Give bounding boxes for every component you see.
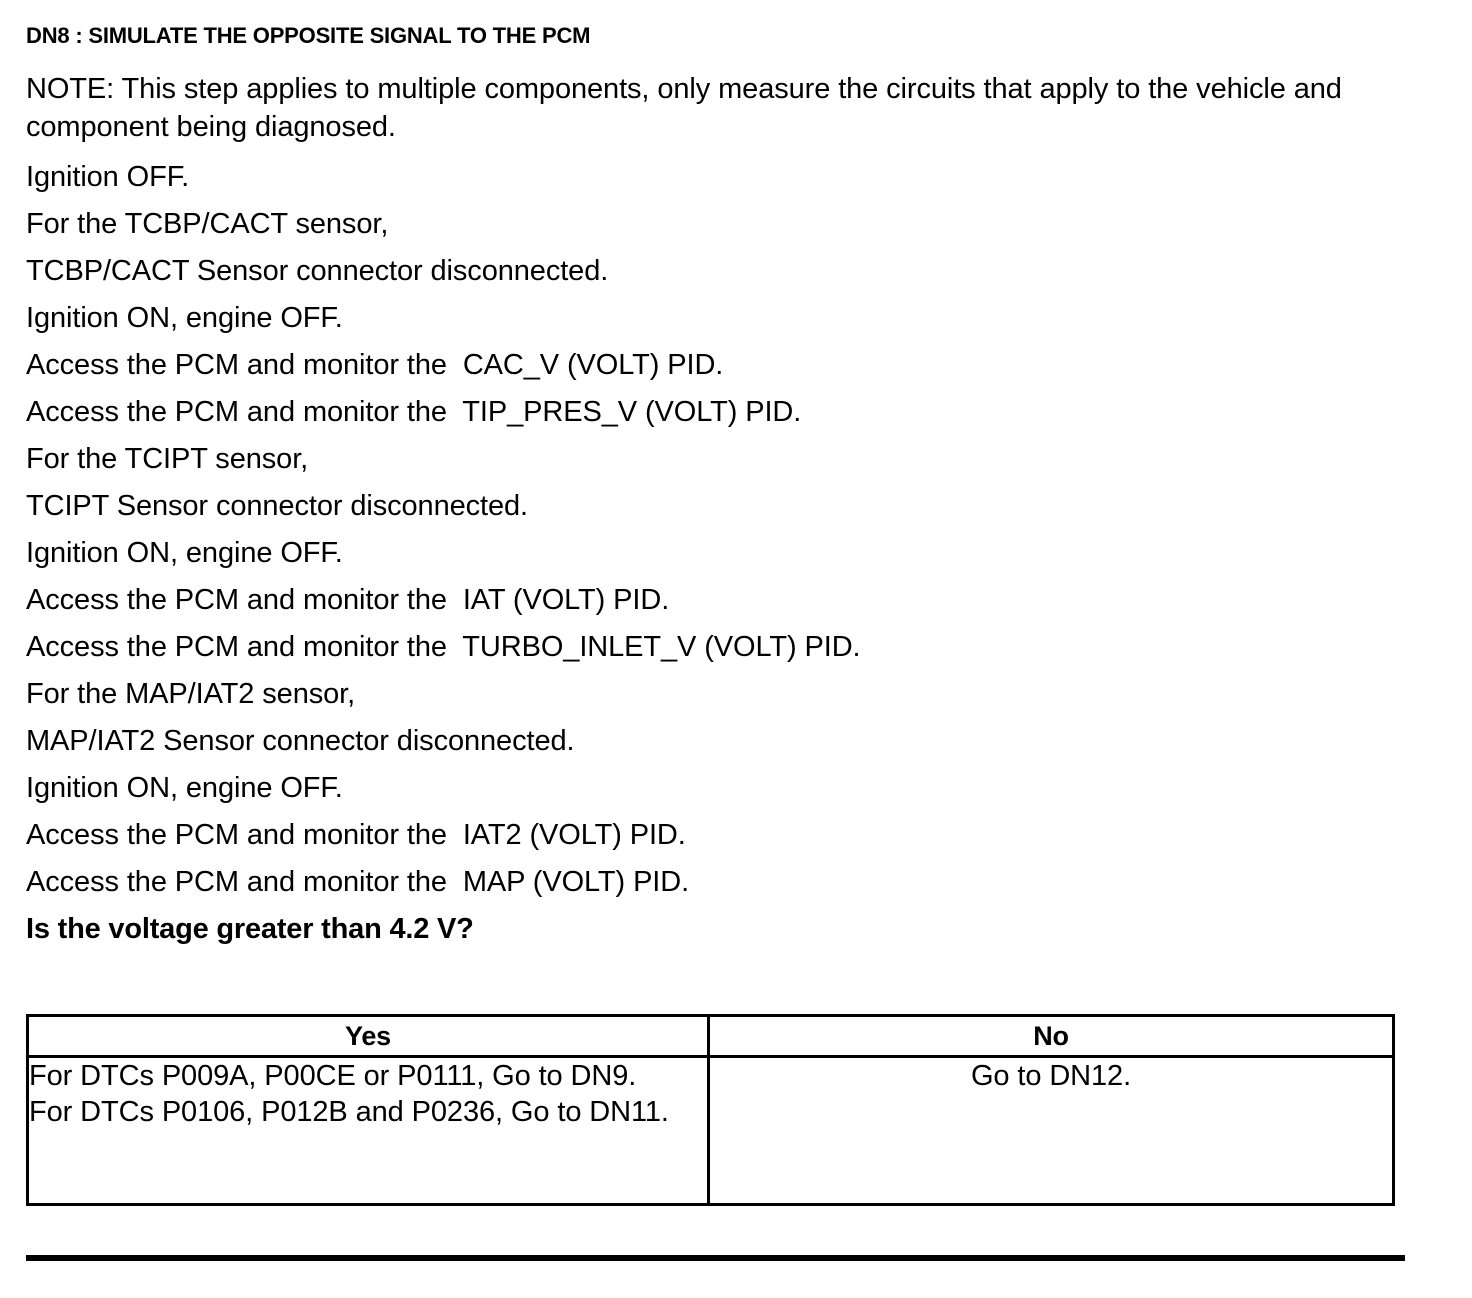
table-header-yes: Yes xyxy=(26,1014,710,1058)
step-line-16: Access the PCM and monitor the MAP (VOLT… xyxy=(26,866,690,898)
table-header-no: No xyxy=(707,1014,1395,1058)
step-line-14: Ignition ON, engine OFF. xyxy=(26,772,343,804)
page-bottom-rule xyxy=(26,1255,1405,1261)
table-header-row: Yes No xyxy=(26,1014,1395,1058)
step-line-13: MAP/IAT2 Sensor connector disconnected. xyxy=(26,725,575,757)
step-line-8: TCIPT Sensor connector disconnected. xyxy=(26,490,529,522)
table-row: For DTCs P009A, P00CE or P0111, Go to DN… xyxy=(26,1055,1395,1206)
step-line-15: Access the PCM and monitor the IAT2 (VOL… xyxy=(26,819,686,851)
step-heading: DN8 : SIMULATE THE OPPOSITE SIGNAL TO TH… xyxy=(26,23,591,48)
step-line-1: Ignition OFF. xyxy=(26,161,190,193)
table-cell-no: Go to DN12. xyxy=(707,1055,1395,1206)
step-line-6: Access the PCM and monitor the TIP_PRES_… xyxy=(26,396,802,428)
decision-table: Yes No For DTCs P009A, P00CE or P0111, G… xyxy=(26,1014,1395,1206)
step-line-10: Access the PCM and monitor the IAT (VOLT… xyxy=(26,584,670,616)
step-line-3: TCBP/CACT Sensor connector disconnected. xyxy=(26,255,609,287)
procedure-body: NOTE: This step applies to multiple comp… xyxy=(26,70,1386,953)
step-line-2: For the TCBP/CACT sensor, xyxy=(26,208,389,240)
table-cell-yes: For DTCs P009A, P00CE or P0111, Go to DN… xyxy=(26,1055,710,1206)
step-line-5: Access the PCM and monitor the CAC_V (VO… xyxy=(26,349,724,381)
step-line-7: For the TCIPT sensor, xyxy=(26,443,309,475)
step-line-12: For the MAP/IAT2 sensor, xyxy=(26,678,356,710)
step-line-4: Ignition ON, engine OFF. xyxy=(26,302,343,334)
decision-question: Is the voltage greater than 4.2 V? xyxy=(26,913,474,945)
note-paragraph: NOTE: This step applies to multiple comp… xyxy=(26,73,1342,143)
step-line-11: Access the PCM and monitor the TURBO_INL… xyxy=(26,631,861,663)
step-line-9: Ignition ON, engine OFF. xyxy=(26,537,343,569)
